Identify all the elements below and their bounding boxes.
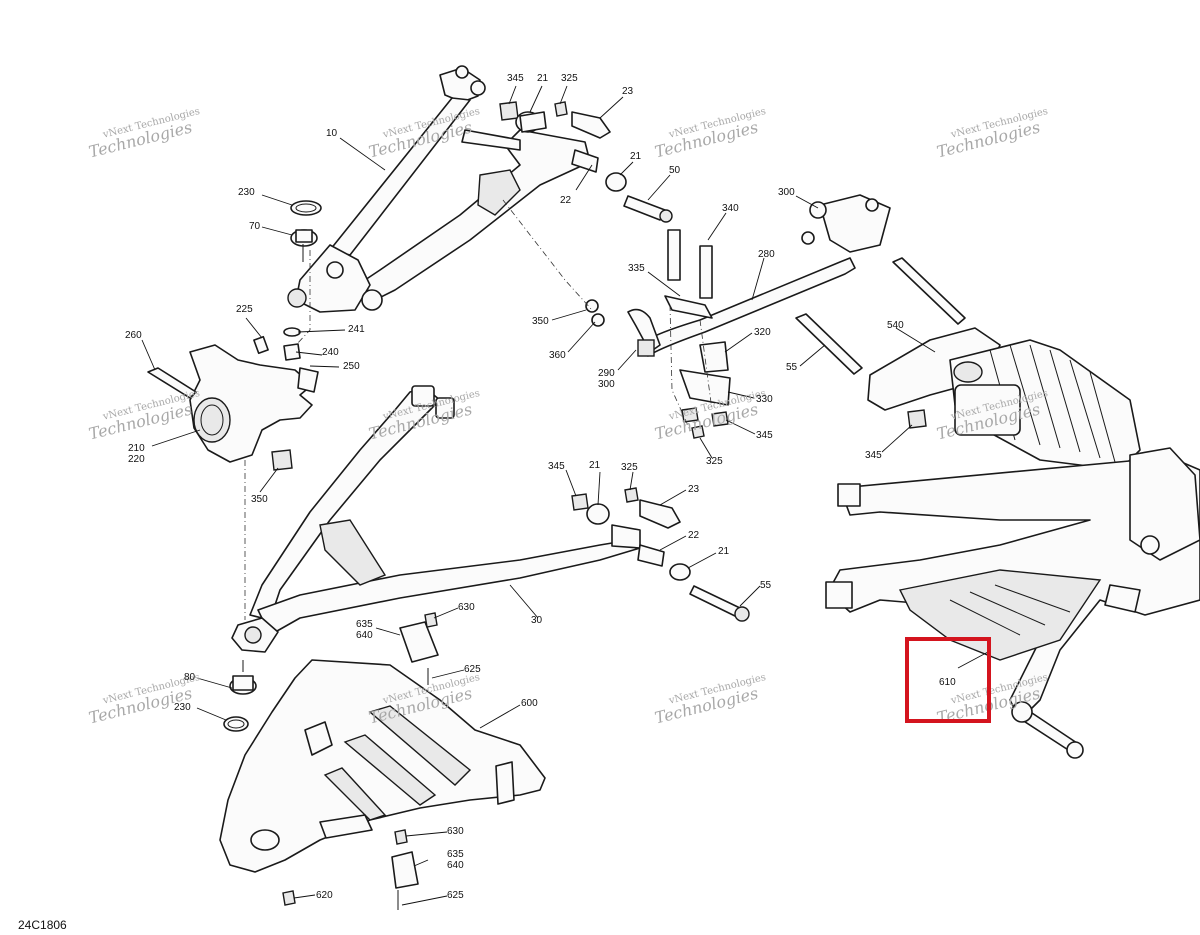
callout-label: 625 [447,890,464,901]
callout-label: 230 [238,187,255,198]
callout-label: 630 [458,602,475,613]
callout-label: 21 [537,73,549,84]
callout-label: 260 [125,330,142,341]
callout-label: 625 [464,664,481,675]
callout-label: 240 [322,347,339,358]
callout-label: 320 [754,327,771,338]
callout-label: 620 [316,890,333,901]
callout-label: 345 [548,461,565,472]
callout-label: 635 640 [447,849,464,871]
leader-lines [141,85,989,906]
callout-label: 335 [628,263,645,274]
callout-label: 345 [507,73,524,84]
callout-label: 540 [887,320,904,331]
callout-label: 70 [249,221,261,232]
callout-label: 80 [184,672,196,683]
callout-label: 30 [531,615,543,626]
ball-joint-upper [290,200,322,262]
callout-label: 10 [326,128,338,139]
highlight-box-610: 610 [905,637,991,723]
callout-label: 241 [348,324,365,335]
assembled-right-side [825,447,1200,759]
callout-label: 23 [622,86,634,97]
callout-label: 345 [865,450,882,461]
callout-label: 50 [669,165,681,176]
callout-label: 600 [521,698,538,709]
callout-label: 250 [343,361,360,372]
callout-label: 22 [560,195,572,206]
callout-label: 360 [549,350,566,361]
callout-label: 345 [756,430,773,441]
shock-absorber [795,257,1141,471]
ball-joint-lower [223,660,257,732]
callout-label: 225 [236,304,253,315]
highlight-label: 610 [939,677,956,688]
upper-hardware-cluster [499,101,673,223]
callout-label: 635 640 [356,619,373,641]
callout-label: 21 [630,151,642,162]
lower-hardware-cluster [571,487,750,622]
callout-label: 630 [447,826,464,837]
callout-label: 330 [756,394,773,405]
callout-label: 21 [718,546,730,557]
figure-id: 24C1806 [18,918,67,932]
callout-label: 23 [688,484,700,495]
callout-label: 55 [786,362,798,373]
steering-knuckle [147,327,319,471]
callout-label: 300 [778,187,795,198]
callout-label: 325 [706,456,723,467]
callout-label: 55 [760,580,772,591]
callout-label: 325 [561,73,578,84]
lower-a-arm-left [231,385,641,653]
callout-label: 325 [621,462,638,473]
callout-label: 230 [174,702,191,713]
callout-label: 280 [758,249,775,260]
assembly-center-lines [244,199,713,620]
callout-label: 290 300 [598,368,615,390]
callout-label: 21 [589,460,601,471]
callout-label: 350 [532,316,549,327]
skid-plate [219,612,546,910]
callout-label: 210 220 [128,443,145,465]
callout-label: 340 [722,203,739,214]
upper-a-arm-left [287,65,591,313]
callout-label: 22 [688,530,700,541]
callout-label: 350 [251,494,268,505]
sway-bar [585,194,891,439]
